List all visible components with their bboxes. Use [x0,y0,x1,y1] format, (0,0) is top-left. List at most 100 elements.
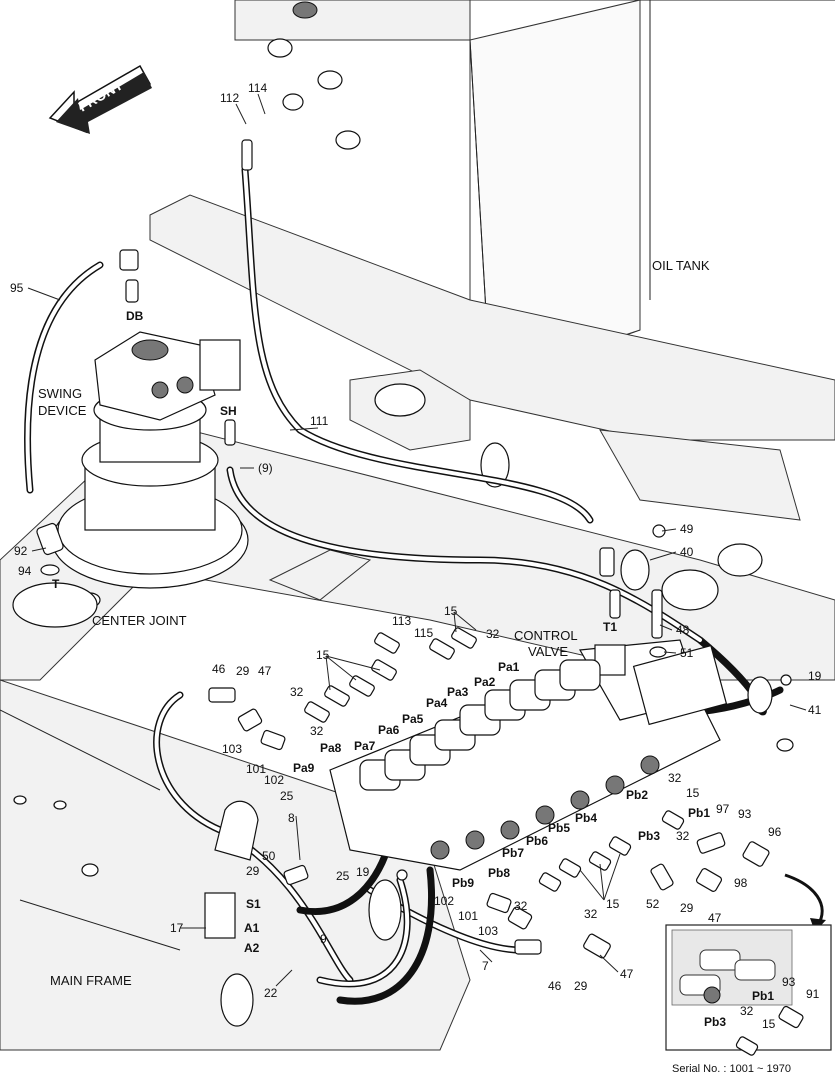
callout-101-top: 101 [246,762,266,776]
callout-94: 94 [18,564,32,578]
callout-102-bot: 102 [434,894,454,908]
callout-15-pb2: 15 [686,786,700,800]
control-valve-label-2: VALVE [528,644,568,659]
control-valve-label-1: CONTROL [514,628,578,643]
callout-32-top: 32 [486,627,500,641]
port-a1: A1 [244,921,260,935]
callout-25-top: 25 [280,789,294,803]
callout-47-pb3: 47 [708,911,722,925]
callout-15-top: 15 [444,604,458,618]
port-db: DB [126,309,144,323]
swing-device: SWING DEVICE CENTER JOINT [12,331,249,628]
oil-tank: OIL TANK [234,0,835,391]
port-pb3: Pb3 [638,829,660,843]
callout-15-right: 15 [606,897,620,911]
callout-52: 52 [646,897,660,911]
callout-112: 112 [220,91,239,105]
callout-19-bot: 19 [356,865,370,879]
port-pb8: Pb8 [488,866,510,880]
port-pa9: Pa9 [293,761,315,775]
front-arrow-icon: FRONT [48,64,152,134]
callout-96: 96 [768,825,782,839]
port-pa6: Pa6 [378,723,400,737]
port-pb2: Pb2 [626,788,648,802]
callout-32-pb8: 32 [514,899,528,913]
port-s1: S1 [246,897,261,911]
callout-113: 113 [392,614,411,628]
upper-frame [0,194,835,1051]
callout-22: 22 [264,986,278,1000]
callout-32-pb3: 32 [676,829,690,843]
inset-port-pb1: Pb1 [752,989,774,1003]
callout-29-bot: 29 [574,979,588,993]
port-a2: A2 [244,941,260,955]
callout-98: 98 [734,876,748,890]
port-pb7: Pb7 [502,846,524,860]
callout-47-bot: 47 [620,967,634,981]
callout-103-bot: 103 [478,924,498,938]
port-pa8: Pa8 [320,741,342,755]
callout-8: 8 [288,811,295,825]
callout-93: 93 [738,807,752,821]
callout-32-mid: 32 [290,685,304,699]
port-t1: T1 [603,620,617,634]
callout-19-right: 19 [808,669,822,683]
port-t: T [52,577,60,591]
callout-17: 17 [170,921,184,935]
inset-callout-93: 93 [782,975,796,989]
callout-95: 95 [10,281,24,295]
callout-115: 115 [414,626,433,640]
port-pa7: Pa7 [354,739,376,753]
callout-9: 9 [320,932,327,946]
port-pa5: Pa5 [402,712,424,726]
leader-lines [27,93,807,987]
port-pb6: Pb6 [526,834,548,848]
callout-48: 48 [676,623,690,637]
callout-111: 111 [310,414,329,428]
callout-50: 50 [262,849,276,863]
port-pa1: Pa1 [498,660,520,674]
port-pb5: Pb5 [548,821,570,835]
swing-device-label-1: SWING [38,386,82,401]
callout-29-pb3: 29 [680,901,694,915]
callout-46-bot: 46 [548,979,562,993]
callout-51: 51 [680,646,694,660]
oil-tank-label: OIL TANK [652,258,710,273]
port-pa2: Pa2 [474,675,496,689]
callout-102-top: 102 [264,773,284,787]
callout-32-bot: 32 [584,907,598,921]
callout-25-bot: 25 [336,869,350,883]
callout-32-pb2: 32 [668,771,682,785]
inset-callout-15: 15 [762,1017,776,1031]
fittings [36,139,792,959]
callout-103-top: 103 [222,742,242,756]
callout-29-s1: 29 [246,864,260,878]
port-pa4: Pa4 [426,696,448,710]
callout-40: 40 [680,545,694,559]
callout-29-top: 29 [236,664,250,678]
callout-labels: 112 114 95 DB SH 111 (9) 92 94 T 49 40 T… [10,81,822,1031]
callout-9-paren: (9) [258,461,273,475]
inset-port-pb3: Pb3 [704,1015,726,1029]
control-valve: CONTROL VALVE [329,628,728,871]
valve-spools [359,659,660,860]
callout-32-pa6: 32 [310,724,324,738]
callout-46-top: 46 [212,662,226,676]
inset-callout-32: 32 [740,1004,754,1018]
swing-device-label-2: DEVICE [38,403,87,418]
port-pb9: Pb9 [452,876,474,890]
serial-number: Serial No. : 1001 ~ 1970 [672,1063,791,1075]
callout-41: 41 [808,703,822,717]
inset-detail: Serial No. : 1001 ~ 1970 [665,873,832,1075]
port-pb4: Pb4 [575,811,597,825]
callout-101-bot: 101 [458,909,478,923]
callout-49: 49 [680,522,694,536]
port-pb1: Pb1 [688,806,710,820]
callout-92: 92 [14,544,28,558]
inset-callout-91: 91 [806,987,820,1001]
callout-47-top: 47 [258,664,272,678]
callout-97: 97 [716,802,730,816]
hose-clamps [214,549,773,941]
